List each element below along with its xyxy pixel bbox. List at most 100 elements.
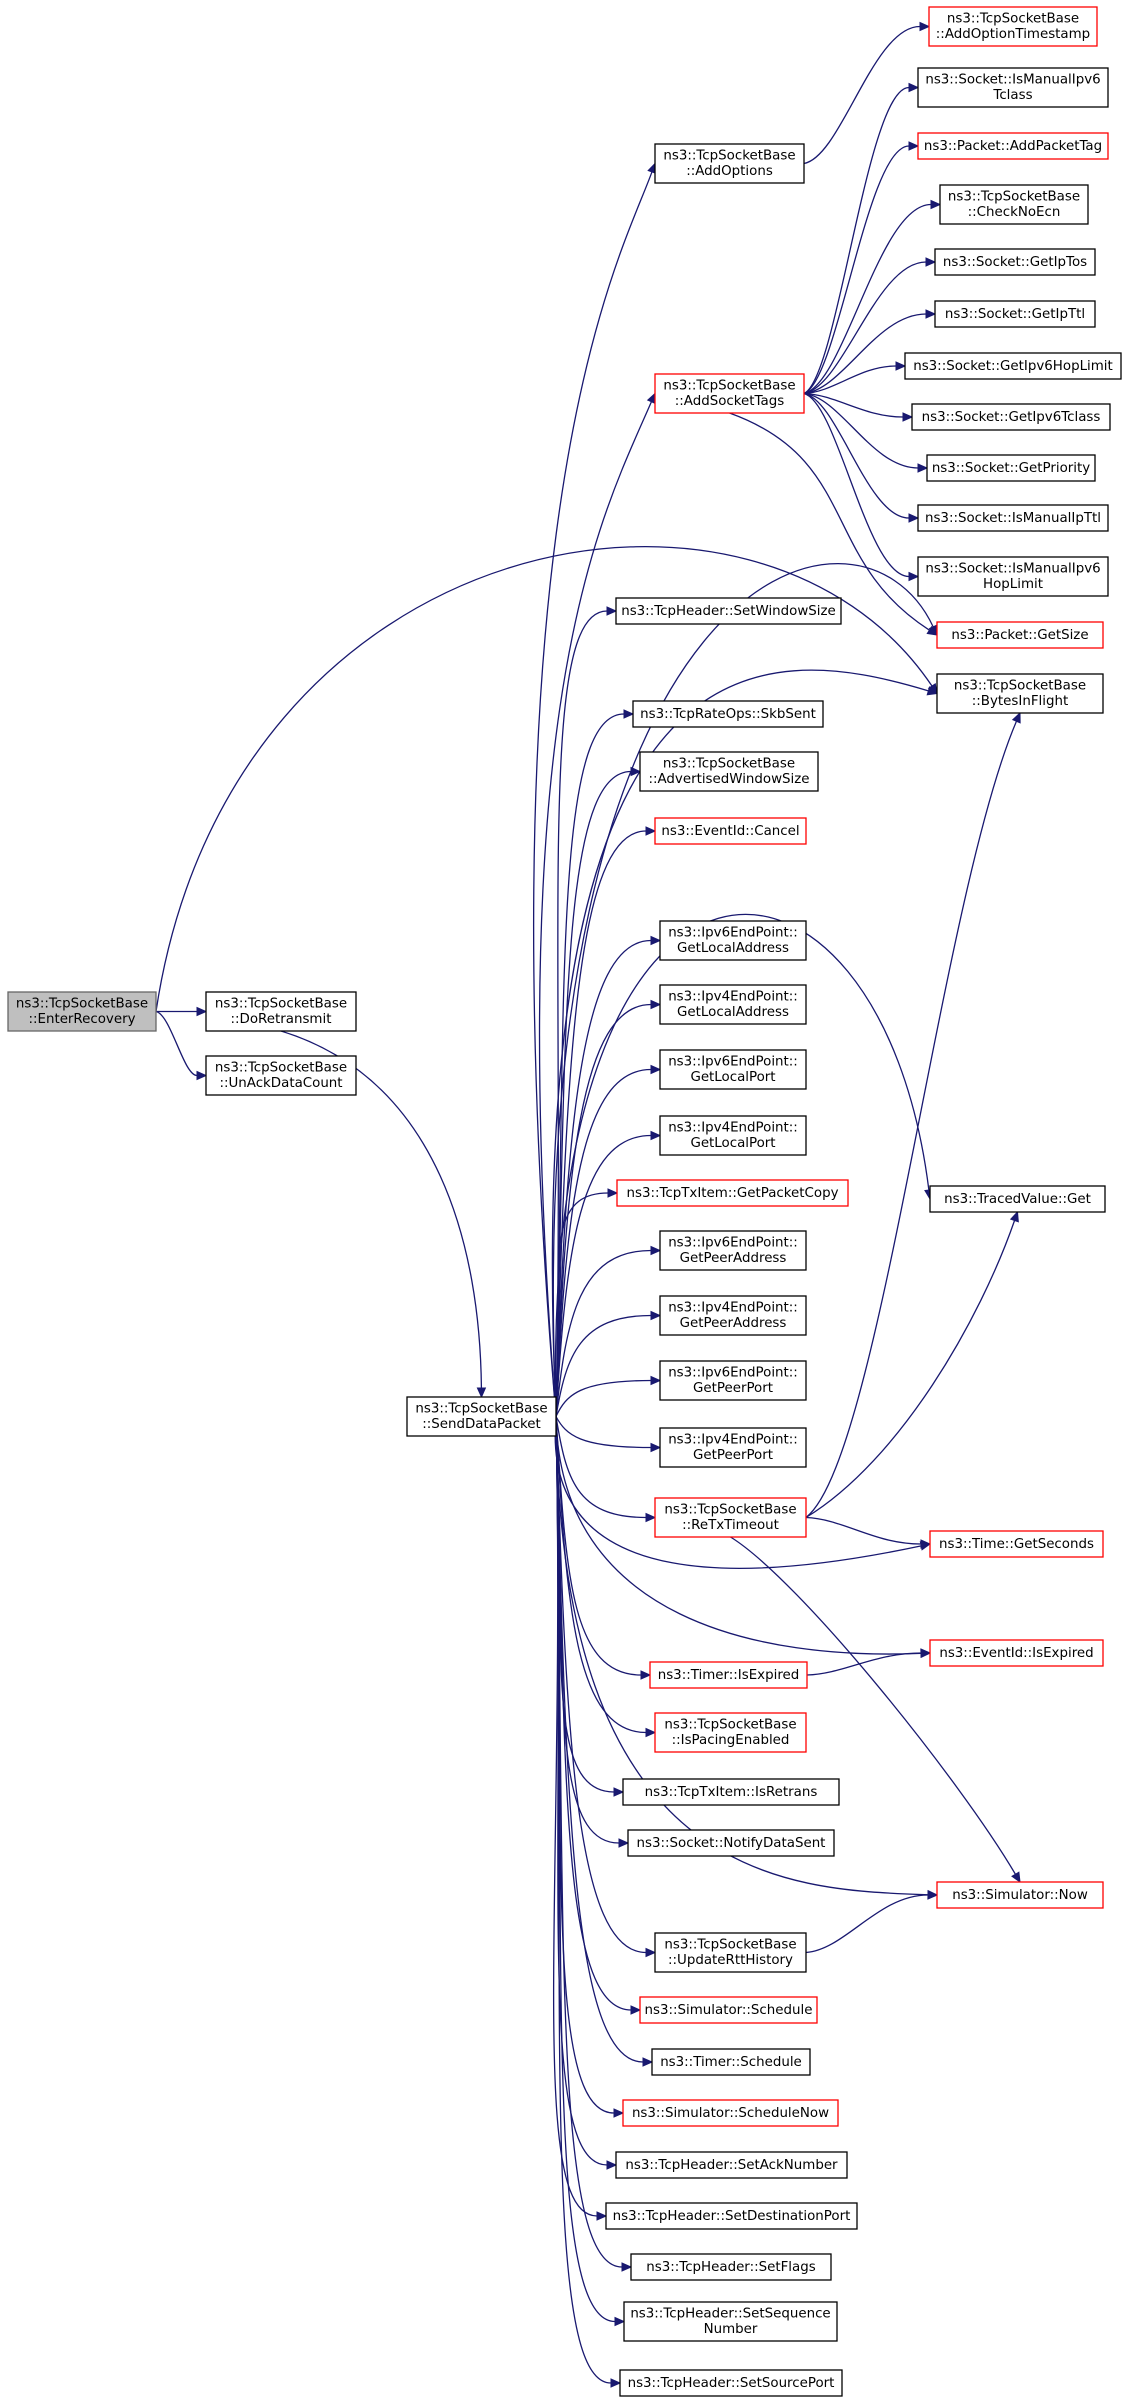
node-label: ns3::Ipv4EndPoint::: [668, 990, 798, 1005]
node-label: GetPeerPort: [693, 1381, 773, 1396]
node-label: ns3::Socket::GetIpv6HopLimit: [913, 359, 1113, 374]
node-update-rtt-history[interactable]: ns3::TcpSocketBase::UpdateRttHistory: [654, 1932, 807, 1973]
node-label: ns3::TcpSocketBase: [16, 997, 148, 1012]
node-traced-value-get[interactable]: ns3::TracedValue::Get: [929, 1185, 1106, 1213]
node-label: ns3::Socket::IsManualIpTtl: [925, 511, 1101, 526]
node-event-id-is-expired[interactable]: ns3::EventId::IsExpired: [929, 1639, 1104, 1667]
node-label: ns3::TcpSocketBase: [215, 997, 347, 1012]
call-edge-add-socket-tags-to-is-manual-ipv6-tclass: [803, 82, 920, 395]
node-ipv4-get-local-address[interactable]: ns3::Ipv4EndPoint::GetLocalAddress: [659, 984, 807, 1025]
node-bytes-in-flight[interactable]: ns3::TcpSocketBase::BytesInFlight: [936, 673, 1104, 714]
node-get-ipv6-tclass[interactable]: ns3::Socket::GetIpv6Tclass: [911, 403, 1111, 431]
node-retx-timeout[interactable]: ns3::TcpSocketBase::ReTxTimeout: [654, 1497, 807, 1538]
node-do-retransmit[interactable]: ns3::TcpSocketBase::DoRetransmit: [205, 991, 357, 1032]
node-simulator-schedule-now[interactable]: ns3::Simulator::ScheduleNow: [622, 2099, 839, 2127]
node-get-ip-ttl[interactable]: ns3::Socket::GetIpTtl: [934, 300, 1096, 328]
node-label: ::AdvertisedWindowSize: [648, 772, 809, 787]
node-add-options[interactable]: ns3::TcpSocketBase::AddOptions: [654, 143, 805, 184]
call-edge-add-socket-tags-to-get-ip-ttl: [803, 309, 937, 395]
node-set-flags[interactable]: ns3::TcpHeader::SetFlags: [630, 2253, 832, 2281]
node-label: ns3::TracedValue::Get: [944, 1192, 1091, 1207]
call-edge-send-data-packet-to-ipv6-get-peer-port: [555, 1375, 662, 1417]
call-edge-add-socket-tags-to-add-packet-tag: [803, 141, 920, 395]
node-is-manual-ip-ttl[interactable]: ns3::Socket::IsManualIpTtl: [917, 504, 1109, 532]
node-label: GetLocalPort: [690, 1070, 775, 1085]
node-label: GetPeerAddress: [680, 1316, 787, 1331]
node-ipv4-get-peer-address[interactable]: ns3::Ipv4EndPoint::GetPeerAddress: [659, 1295, 807, 1336]
node-label: ns3::Socket::GetIpTtl: [945, 307, 1085, 322]
node-timer-schedule[interactable]: ns3::Timer::Schedule: [651, 2048, 811, 2076]
node-label: ns3::EventId::IsExpired: [939, 1646, 1093, 1661]
node-label: ::IsPacingEnabled: [672, 1733, 790, 1748]
node-ipv6-get-local-port[interactable]: ns3::Ipv6EndPoint::GetLocalPort: [659, 1049, 807, 1090]
node-get-ipv6-hop-limit[interactable]: ns3::Socket::GetIpv6HopLimit: [904, 352, 1122, 380]
node-ipv6-get-peer-address[interactable]: ns3::Ipv6EndPoint::GetPeerAddress: [659, 1230, 807, 1271]
node-label: ns3::TcpSocketBase: [663, 379, 795, 394]
node-label: ::AddOptions: [686, 164, 773, 179]
node-label: ns3::Timer::Schedule: [660, 2055, 802, 2070]
node-packet-get-size[interactable]: ns3::Packet::GetSize: [936, 621, 1104, 649]
node-set-source-port[interactable]: ns3::TcpHeader::SetSourcePort: [619, 2369, 843, 2397]
node-label: Tclass: [992, 88, 1032, 103]
node-label: GetPeerPort: [693, 1448, 773, 1463]
node-label: ns3::TcpHeader::SetWindowSize: [621, 604, 836, 619]
node-is-pacing-enabled[interactable]: ns3::TcpSocketBase::IsPacingEnabled: [654, 1712, 807, 1753]
node-simulator-schedule[interactable]: ns3::Simulator::Schedule: [639, 1996, 818, 2024]
node-get-priority[interactable]: ns3::Socket::GetPriority: [926, 454, 1096, 482]
call-edge-enter-recovery-to-do-retransmit: [155, 1006, 208, 1017]
node-label: ns3::TcpSocketBase: [664, 1718, 796, 1733]
call-edge-send-data-packet-to-ipv6-get-peer-address: [555, 1245, 662, 1417]
node-get-packet-copy[interactable]: ns3::TcpTxItem::GetPacketCopy: [616, 1179, 849, 1207]
node-add-socket-tags[interactable]: ns3::TcpSocketBase::AddSocketTags: [654, 373, 805, 414]
node-set-window-size[interactable]: ns3::TcpHeader::SetWindowSize: [615, 597, 842, 625]
node-ipv6-get-peer-port[interactable]: ns3::Ipv6EndPoint::GetPeerPort: [659, 1360, 807, 1401]
node-get-ip-tos[interactable]: ns3::Socket::GetIpTos: [934, 248, 1096, 276]
node-label: ns3::Timer::IsExpired: [658, 1668, 800, 1683]
node-label: ns3::Simulator::Schedule: [645, 2003, 813, 2018]
node-ipv6-get-local-address[interactable]: ns3::Ipv6EndPoint::GetLocalAddress: [659, 920, 807, 961]
node-label: ns3::Time::GetSeconds: [939, 1537, 1094, 1552]
call-edge-send-data-packet-to-update-rtt-history: [555, 1416, 657, 1958]
call-edge-enter-recovery-to-unack-data-count: [155, 1010, 208, 1081]
node-label: ns3::Socket::IsManualIpv6: [925, 562, 1100, 577]
node-label: ns3::TcpHeader::SetSourcePort: [628, 2376, 835, 2391]
node-label: GetLocalAddress: [677, 1005, 789, 1020]
node-label: ::UpdateRttHistory: [668, 1953, 793, 1968]
call-edge-send-data-packet-to-skb-sent: [555, 709, 635, 1417]
node-label: GetLocalPort: [690, 1136, 775, 1151]
node-unack-data-count[interactable]: ns3::TcpSocketBase::UnAckDataCount: [205, 1055, 357, 1096]
call-edge-send-data-packet-to-simulator-now: [555, 1416, 939, 1900]
node-label: ns3::Packet::GetSize: [951, 628, 1088, 643]
node-simulator-now[interactable]: ns3::Simulator::Now: [936, 1881, 1104, 1909]
node-advertised-window-size[interactable]: ns3::TcpSocketBase::AdvertisedWindowSize: [639, 751, 819, 792]
node-set-ack-number[interactable]: ns3::TcpHeader::SetAckNumber: [615, 2151, 848, 2179]
node-time-get-seconds[interactable]: ns3::Time::GetSeconds: [929, 1530, 1104, 1558]
node-label: ns3::TcpRateOps::SkbSent: [640, 707, 816, 722]
node-add-packet-tag[interactable]: ns3::Packet::AddPacketTag: [917, 132, 1109, 160]
call-edge-send-data-packet-to-set-window-size: [555, 606, 618, 1417]
node-add-option-timestamp[interactable]: ns3::TcpSocketBase::AddOptionTimestamp: [928, 6, 1098, 47]
node-label: ns3::TcpSocketBase: [948, 190, 1080, 205]
node-skb-sent[interactable]: ns3::TcpRateOps::SkbSent: [632, 700, 824, 728]
node-ipv4-get-local-port[interactable]: ns3::Ipv4EndPoint::GetLocalPort: [659, 1115, 807, 1156]
node-label: GetLocalAddress: [677, 941, 789, 956]
node-is-retrans[interactable]: ns3::TcpTxItem::IsRetrans: [622, 1778, 840, 1806]
node-label: ns3::TcpSocketBase: [663, 757, 795, 772]
node-ipv4-get-peer-port[interactable]: ns3::Ipv4EndPoint::GetPeerPort: [659, 1427, 807, 1468]
node-label: ns3::TcpTxItem::GetPacketCopy: [626, 1186, 838, 1201]
node-label: ns3::Socket::GetIpTos: [943, 255, 1087, 270]
node-check-no-ecn[interactable]: ns3::TcpSocketBase::CheckNoEcn: [939, 184, 1089, 225]
node-label: ns3::Socket::NotifyDataSent: [637, 1836, 826, 1851]
node-timer-is-expired[interactable]: ns3::Timer::IsExpired: [649, 1661, 808, 1689]
node-send-data-packet[interactable]: ns3::TcpSocketBase::SendDataPacket: [406, 1396, 557, 1437]
node-label: ::AddSocketTags: [675, 394, 784, 409]
node-notify-data-sent[interactable]: ns3::Socket::NotifyDataSent: [627, 1829, 835, 1857]
node-event-id-cancel[interactable]: ns3::EventId::Cancel: [654, 817, 807, 845]
call-edge-send-data-packet-to-ipv6-get-local-port: [555, 1064, 662, 1417]
node-set-destination-port[interactable]: ns3::TcpHeader::SetDestinationPort: [605, 2202, 858, 2230]
node-label: ns3::Ipv6EndPoint::: [668, 1366, 798, 1381]
